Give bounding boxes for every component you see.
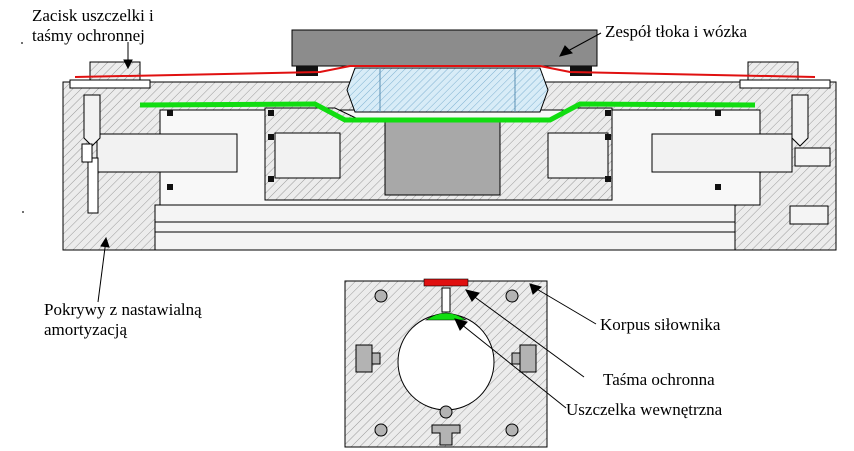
carriage-block bbox=[291, 29, 598, 67]
inner-seal-line bbox=[139, 101, 756, 123]
bore-circle bbox=[397, 313, 495, 411]
piston-center-slot bbox=[384, 119, 501, 196]
label-inner-seal: Uszczelka wewnętrzna bbox=[566, 400, 723, 419]
left-cushion-bore bbox=[96, 133, 238, 173]
carriage-pad-left bbox=[296, 66, 318, 76]
label-protective-band: Taśma ochronna bbox=[603, 370, 715, 389]
piston-left-pocket bbox=[274, 132, 341, 179]
right-cushion-bore bbox=[651, 133, 793, 173]
carriage-pad-right bbox=[570, 66, 592, 76]
right-screw bbox=[791, 94, 809, 147]
label-clamp-line1: Zacisk uszczelki i bbox=[32, 6, 154, 25]
left-cap-channel bbox=[87, 157, 99, 214]
protective-band-line bbox=[74, 65, 816, 78]
label-body: Korpus siłownika bbox=[600, 315, 721, 334]
piston-right-pocket bbox=[547, 132, 609, 179]
leader-lines bbox=[97, 32, 602, 409]
cross-section bbox=[344, 278, 548, 448]
longitudinal-section bbox=[62, 29, 837, 251]
cross-inner-seal bbox=[425, 312, 467, 321]
left-screw bbox=[83, 94, 101, 147]
label-covers-line1: Pokrywy z nastawialną bbox=[44, 300, 202, 319]
label-piston-assembly: Zespół tłoka i wózka bbox=[605, 22, 748, 41]
band-slot bbox=[441, 287, 451, 313]
label-covers-line2: amortyzacją bbox=[44, 320, 128, 339]
piston-blue bbox=[346, 67, 549, 113]
lower-tube bbox=[154, 204, 736, 251]
label-clamp-line2: taśmy ochronnej bbox=[32, 26, 145, 45]
cross-protective-band bbox=[423, 278, 469, 287]
